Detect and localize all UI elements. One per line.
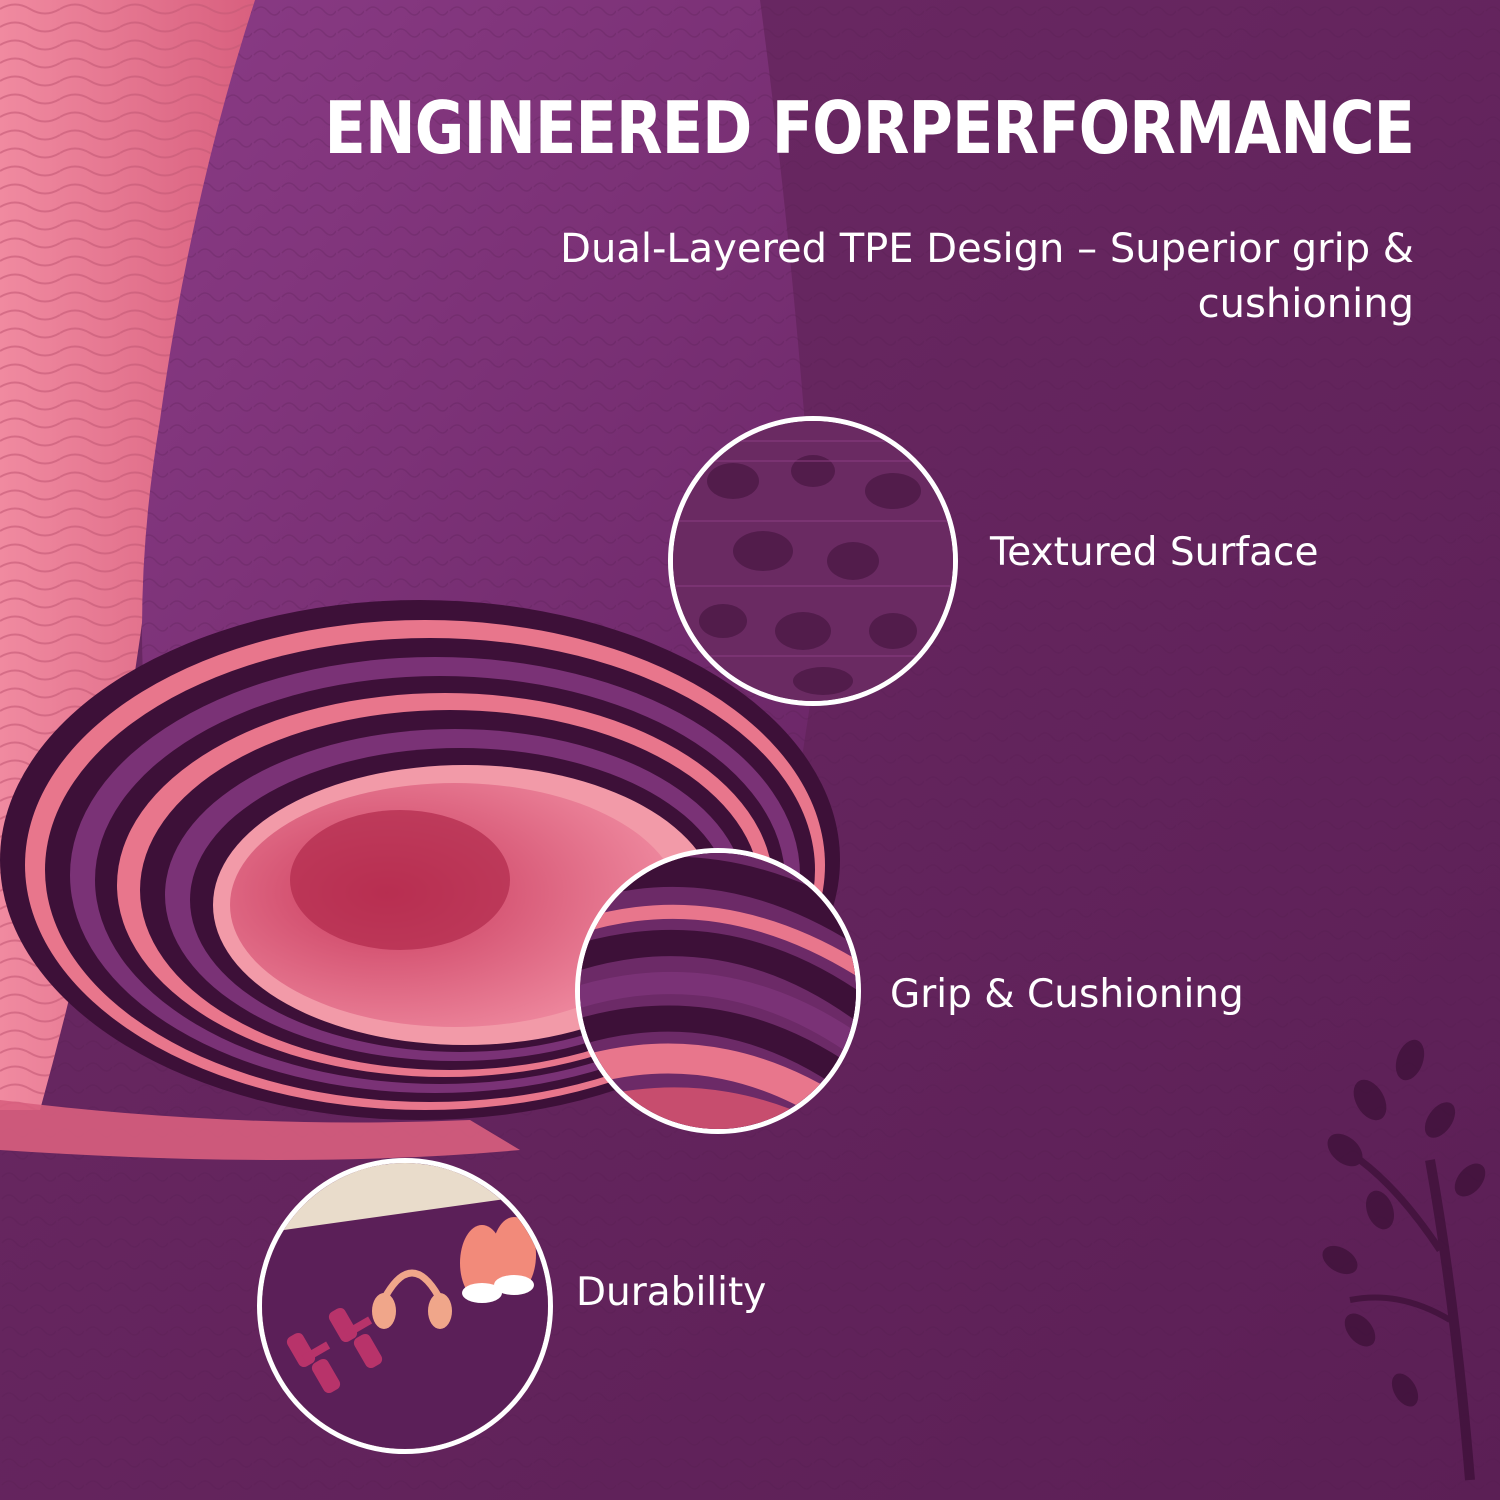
subheadline: Dual-Layered TPE Design – Superior grip …	[560, 226, 1414, 327]
feature-label-durability: Durability	[576, 1270, 767, 1315]
feature-label-textured-surface: Textured Surface	[990, 530, 1319, 575]
feature-label-grip-cushioning: Grip & Cushioning	[890, 972, 1244, 1017]
durability-icon	[257, 1158, 553, 1454]
grip-cushioning-icon	[575, 848, 861, 1134]
textured-surface-icon	[668, 416, 958, 706]
headline: ENGINEERED FORPERFORMANCE	[324, 86, 1414, 170]
